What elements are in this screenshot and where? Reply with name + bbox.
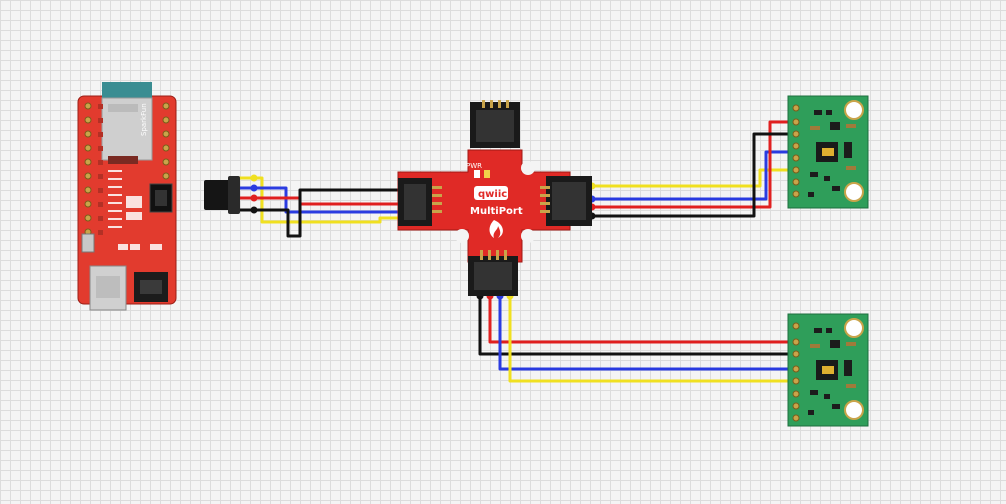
module-label-area [108, 104, 138, 112]
pin-dot[interactable] [250, 184, 258, 192]
pin-block [108, 156, 138, 164]
port-pins [482, 100, 509, 108]
mount-hole [844, 100, 864, 120]
sensor-smd-parts [808, 110, 852, 197]
qwiic-multiport-hub[interactable]: PWR qwiic MultiPort [397, 100, 592, 296]
sensor-pads [792, 104, 800, 198]
wire-scl-hub-sensor1[interactable] [590, 168, 796, 188]
pwr-label: PWR [466, 162, 482, 170]
sensor-caps [810, 342, 856, 388]
wire-gnd-jst-hub[interactable] [236, 188, 404, 238]
inner-pins [98, 104, 103, 235]
hub-title: MultiPort [470, 206, 523, 217]
sensor-caps [810, 124, 856, 170]
jst-body [204, 180, 230, 210]
wire-vcc-hub-sensor2[interactable] [488, 294, 796, 344]
port-socket [552, 182, 586, 220]
usb-c-inner [96, 276, 120, 298]
silk-marks [108, 170, 162, 250]
pin-dot[interactable] [250, 206, 258, 214]
wire-gnd-hub-sensor1[interactable] [590, 132, 796, 218]
sensor-board-2[interactable] [787, 313, 869, 427]
wire-vcc-hub-sensor1[interactable] [590, 120, 796, 209]
wire-scl-hub-sensor2[interactable] [508, 294, 796, 383]
mount-hole [844, 400, 864, 420]
hub-pcb [397, 149, 571, 263]
sensor-window [822, 148, 834, 156]
qwiic-logo-text: qwiic [478, 189, 507, 200]
mount-hole [521, 161, 535, 175]
brand-text: SparkFun [140, 103, 148, 136]
reset-button[interactable] [81, 233, 95, 253]
port-pins [480, 250, 507, 260]
sparkfun-flame-icon [489, 220, 503, 238]
qwiic-logo-badge [474, 186, 508, 200]
port-socket [476, 110, 514, 142]
battery-socket [140, 280, 162, 294]
jst-housing [228, 176, 240, 214]
mount-hole [844, 182, 864, 202]
pwr-resistor [484, 170, 490, 178]
pin-dot[interactable] [250, 194, 258, 202]
wire-endpoints [250, 118, 798, 385]
port-pins [432, 186, 442, 213]
mount-hole [844, 318, 864, 338]
pin-dot[interactable] [250, 174, 258, 182]
wire-gnd-hub-sensor2[interactable] [478, 294, 796, 356]
port-pins [540, 186, 550, 213]
mount-hole [455, 229, 469, 243]
port-socket [404, 184, 426, 220]
mount-hole [521, 229, 535, 243]
wire-sda-hub-sensor1[interactable] [590, 150, 796, 201]
microcontroller-board[interactable]: SparkFun [77, 82, 177, 311]
port-socket [474, 262, 512, 290]
wire-scl-jst-hub[interactable] [236, 176, 404, 224]
header-pins-right [162, 102, 170, 180]
wires [236, 120, 796, 383]
pwr-led [474, 170, 480, 178]
sensor-board-1[interactable] [787, 95, 869, 209]
wire-sda-hub-sensor2[interactable] [498, 294, 796, 371]
jst-connector[interactable] [204, 176, 240, 214]
wifi-module-antenna [102, 82, 152, 98]
sensor-smd-parts [808, 328, 852, 415]
sensor-window [822, 366, 834, 374]
wire-sda-jst-hub[interactable] [236, 186, 404, 214]
sensor-pads [792, 322, 800, 422]
qwiic-socket [155, 190, 167, 206]
